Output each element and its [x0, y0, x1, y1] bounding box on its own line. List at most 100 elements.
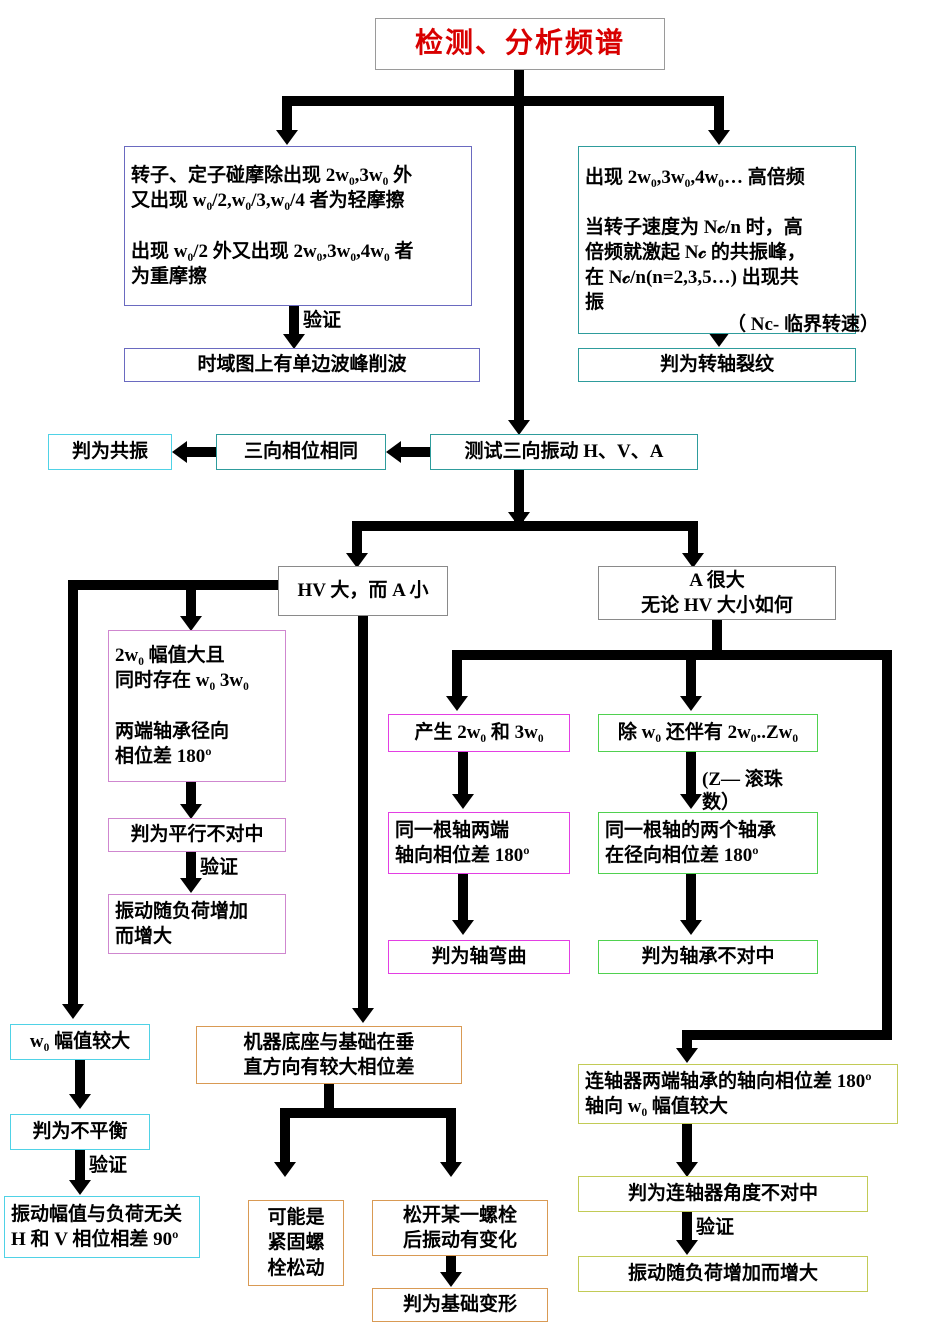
node-bearing-result: 判为轴承不对中 — [598, 940, 818, 974]
connector-base-right-drop — [446, 1108, 456, 1168]
node-bent-shaft-phase: 同一根轴两端 轴向相位差 180º — [388, 812, 570, 874]
node-bolt-loose: 可能是 紧固螺 栓松动 — [248, 1200, 344, 1286]
arrow-measure-to-samephase — [386, 441, 401, 463]
connector-bent-cond-to-phase — [458, 752, 468, 800]
node-bent-shaft-result: 判为轴弯曲 — [388, 940, 570, 974]
connector-base-stem — [324, 1084, 334, 1114]
arrow-misalign-result — [180, 804, 202, 819]
arrow-unbalance-verify — [69, 1180, 91, 1195]
connector-misalign-result-to-verify — [186, 852, 196, 884]
connector-measure-stem — [514, 470, 524, 522]
node-bearing-phase: 同一根轴的两个轴承 在径向相位差 180º — [598, 812, 818, 874]
connector-hv-left-out — [68, 580, 282, 590]
connector-coupling-cond-to-result — [682, 1124, 692, 1168]
connector-base-left-drop — [280, 1108, 290, 1168]
connector-unbalance-result-to-verify — [75, 1150, 85, 1186]
node-base-deform-result: 判为基础变形 — [372, 1288, 548, 1322]
node-resonance-result: 判为共振 — [48, 434, 172, 470]
connector-hv-mid-drop — [186, 580, 196, 622]
node-misalign-parallel-cond: 2w₀ 幅值大且 同时存在 w₀ 3w₀ 两端轴承径向 相位差 180º — [108, 630, 286, 782]
connector-level2-right-drop — [688, 521, 698, 559]
arrow-bearing-result — [680, 920, 702, 935]
node-coupling-result: 判为连轴器角度不对中 — [578, 1176, 868, 1212]
node-harmonics: 出现 2w₀,3w₀,4w₀… 高倍频 当转子速度为 N𝒸/n 时，高 倍频就激… — [578, 146, 856, 334]
connector-samephase-resonance — [186, 447, 218, 457]
connector-a-right-turn — [682, 1030, 892, 1040]
arrow-bent-phase — [452, 794, 474, 809]
arrow-to-bent-shaft-cond — [446, 696, 468, 711]
connector-a-right-drop — [882, 650, 892, 1040]
connector-bolt-release-to-deform — [446, 1256, 456, 1278]
connector-title-left-drop — [282, 96, 292, 134]
connector-base-bar — [280, 1108, 456, 1118]
connector-bent-phase-to-result — [458, 874, 468, 926]
arrow-to-bearing-cond — [680, 696, 702, 711]
node-title: 检测、分析频谱 — [375, 18, 665, 70]
connector-unbalance-cond-to-result — [75, 1060, 85, 1100]
node-rub-friction: 转子、定子碰摩除出现 2w₀,3w₀ 外 又出现 w₀/2,w₀/3,w₀/4 … — [124, 146, 472, 306]
node-bent-shaft-cond: 产生 2w₀ 和 3w₀ — [388, 714, 570, 752]
arrow-bent-result — [452, 920, 474, 935]
node-measure-three: 测试三向振动 H、V、A — [430, 434, 698, 470]
connector-title-right-drop — [714, 96, 724, 134]
edge-label-verify-3: 验证 — [89, 1155, 128, 1176]
node-same-phase: 三向相位相同 — [216, 434, 386, 470]
node-bolt-release: 松开某一螺栓 后振动有变化 — [372, 1200, 548, 1256]
arrow-to-harmonics — [708, 130, 730, 145]
node-a-very-large: A 很大 无论 HV 大小如何 — [598, 566, 836, 620]
arrow-unbalance-result — [69, 1094, 91, 1109]
arrow-to-a-box — [682, 553, 704, 568]
connector-a-stem — [712, 620, 722, 654]
arrow-to-measure-three — [508, 420, 530, 435]
arrow-to-bolt-loose — [274, 1162, 296, 1177]
arrow-to-base-phase — [352, 1008, 374, 1023]
node-misalign-parallel-result: 判为平行不对中 — [108, 818, 286, 852]
edge-label-nc-note: （ Nc- 临界转速） — [727, 314, 879, 335]
connector-coupling-result-to-verify — [682, 1212, 692, 1246]
arrow-to-unbalance-cond — [62, 1004, 84, 1019]
node-hv-large-a-small: HV 大，而 A 小 — [278, 566, 448, 616]
connector-bearing-phase-to-result — [686, 874, 696, 926]
arrow-to-bolt-release — [440, 1162, 462, 1177]
node-bearing-cond: 除 w₀ 还伴有 2w₀..Zw₀ — [598, 714, 818, 752]
connector-hv-far-left-drop — [68, 580, 78, 1010]
arrow-to-rub-friction — [276, 130, 298, 145]
node-unbalance-verify: 振动幅值与负荷无关 H 和 V 相位相差 90º — [4, 1196, 200, 1258]
connector-a-bar — [452, 650, 892, 660]
connector-a-left-drop — [452, 650, 462, 702]
arrow-to-misalign-cond — [180, 616, 202, 631]
arrow-to-coupling-cond — [676, 1048, 698, 1063]
arrow-base-deform — [440, 1272, 462, 1287]
connector-title-mid-drop — [514, 96, 524, 426]
edge-label-z-note: (Z— 滚珠 数） — [702, 769, 783, 814]
connector-misalign-cond-to-result — [186, 782, 196, 812]
connector-a-right-final — [682, 1030, 692, 1056]
connector-rub-to-verify — [289, 306, 299, 340]
edge-label-verify-4: 验证 — [696, 1217, 735, 1238]
connector-title-stem — [514, 70, 524, 100]
node-coupling-cond: 连轴器两端轴承的轴向相位差 180º 轴向 w₀ 幅值较大 — [578, 1064, 898, 1124]
arrow-rub-verify — [283, 334, 305, 349]
arrow-to-hv-box — [346, 553, 368, 568]
arrow-measure-split — [508, 512, 530, 527]
node-unbalance-cond: w₀ 幅值较大 — [10, 1024, 150, 1060]
node-crack-result: 判为转轴裂纹 — [578, 348, 856, 382]
arrow-coupling-result — [676, 1162, 698, 1177]
node-unbalance-result: 判为不平衡 — [10, 1114, 150, 1150]
arrow-coupling-verify — [676, 1240, 698, 1255]
arrow-harmonics-crack — [708, 332, 730, 347]
connector-level2-left-drop — [352, 521, 362, 559]
connector-bearing-cond-to-phase — [686, 752, 696, 800]
connector-hv-bottom-drop — [358, 616, 368, 1014]
edge-label-verify-2: 验证 — [200, 857, 239, 878]
arrow-samephase-to-resonance — [172, 441, 187, 463]
connector-title-bar — [282, 96, 724, 106]
node-base-phase: 机器底座与基础在垂 直方向有较大相位差 — [196, 1026, 462, 1084]
connector-a-mid-drop — [686, 650, 696, 702]
node-coupling-verify: 振动随负荷增加而增大 — [578, 1256, 868, 1292]
node-misalign-parallel-verify: 振动随负荷增加 而增大 — [108, 894, 286, 954]
node-rub-verify-result: 时域图上有单边波峰削波 — [124, 348, 480, 382]
connector-measure-samephase — [400, 447, 432, 457]
edge-label-verify-1: 验证 — [303, 310, 342, 331]
